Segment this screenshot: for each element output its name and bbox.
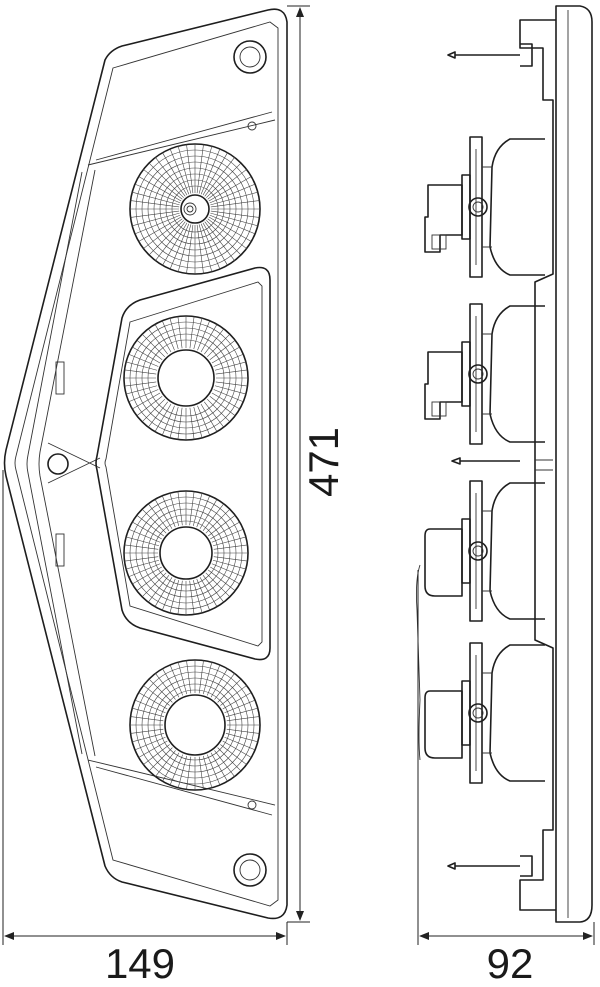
- socket-2: [424, 303, 545, 445]
- lens-third: [123, 490, 249, 616]
- front-housing-outline: [3, 8, 288, 920]
- socket-4: [424, 642, 545, 784]
- depth-dimension-label: 92: [487, 940, 534, 987]
- front-lamp-frame: [95, 266, 271, 661]
- socket-1: [424, 136, 545, 278]
- side-housing-body: [519, 19, 556, 911]
- height-dimension-label: 471: [300, 427, 347, 497]
- edge-clip-upper: [55, 361, 65, 395]
- side-lens-plate: [555, 5, 593, 923]
- lens-group: [123, 143, 261, 791]
- width-dimension-label: 149: [105, 940, 175, 987]
- screw-boss-top: [233, 40, 267, 74]
- front-center-wedge: [47, 442, 101, 484]
- front-lamp-frame-inner: [104, 281, 263, 647]
- screw-boss-bottom: [233, 853, 267, 887]
- lens-top: [129, 143, 261, 275]
- front-view: [3, 8, 288, 920]
- mounting-studs: [447, 43, 533, 877]
- dimension-lines: [2, 5, 595, 945]
- socket-3: [424, 480, 545, 622]
- side-view: [415, 5, 593, 923]
- edge-clip-lower: [55, 533, 65, 567]
- front-bottom-panel: [87, 759, 276, 816]
- socket-group: [424, 136, 545, 784]
- front-housing-inner-outline: [14, 21, 279, 907]
- screw-boss-center: [47, 453, 69, 475]
- lens-bottom: [129, 659, 261, 791]
- lens-second: [123, 315, 249, 441]
- front-chevron-lines: [26, 169, 96, 757]
- front-top-panel: [87, 111, 276, 166]
